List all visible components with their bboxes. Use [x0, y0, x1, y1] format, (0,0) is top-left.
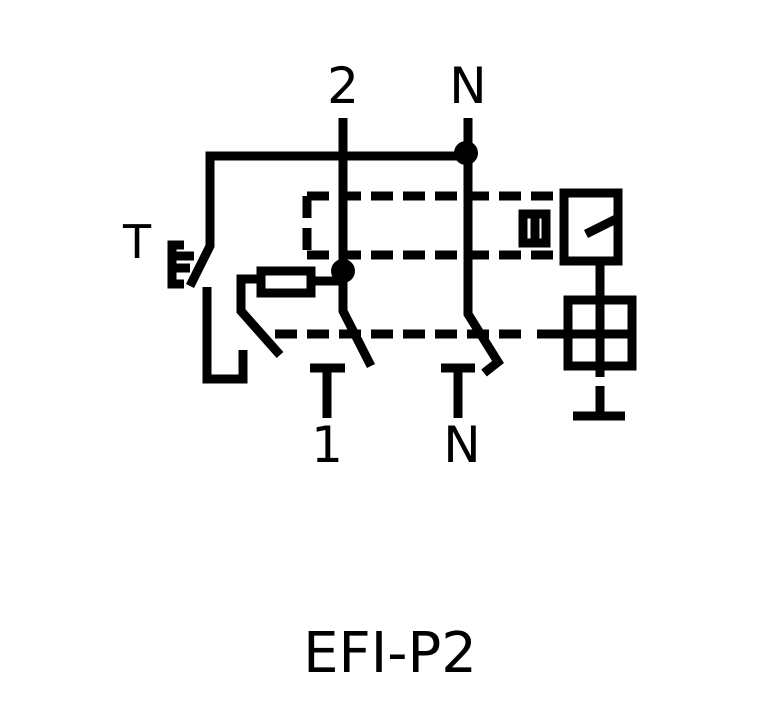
- junction-dot: [331, 259, 355, 283]
- junction-dot: [454, 141, 478, 165]
- test-button-circuit: [167, 151, 468, 384]
- terminal-label-1: 1: [311, 416, 343, 474]
- mechanical-linkage: [275, 191, 561, 339]
- test-button-label: T: [122, 215, 152, 269]
- terminal-label-n-top: N: [449, 57, 486, 115]
- terminal-label-2: 2: [327, 57, 359, 115]
- test-resistor: [236, 266, 343, 358]
- terminal-n: [441, 363, 475, 418]
- diagram-caption: EFI-P2: [303, 621, 477, 686]
- current-transformer: [537, 261, 637, 421]
- trip-relay: [518, 188, 623, 266]
- terminal-1: [310, 363, 345, 418]
- terminal-label-n-bottom: N: [443, 416, 480, 474]
- phase-conductor: [331, 118, 376, 369]
